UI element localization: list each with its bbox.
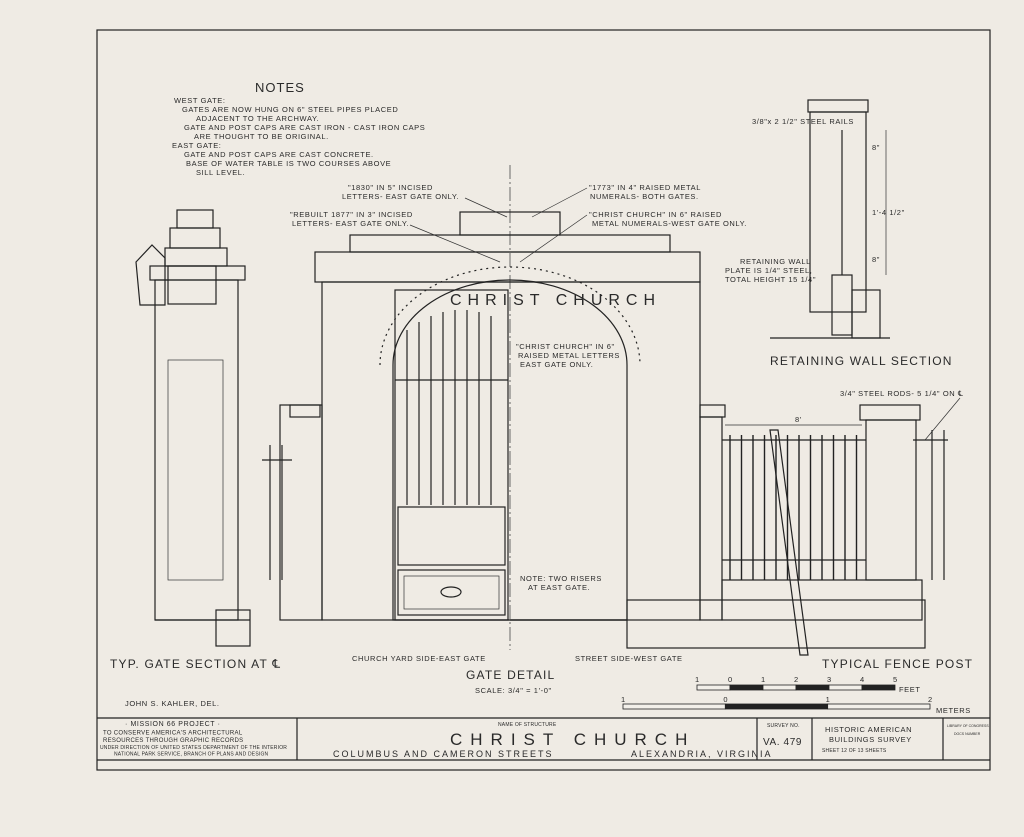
meters-unit: METERS — [936, 706, 971, 715]
feet-tick-label: 3 — [827, 675, 832, 684]
mission-line: TO CONSERVE AMERICA'S ARCHITECTURAL — [103, 731, 243, 737]
section-title: TYP. GATE SECTION AT ℄ — [110, 657, 281, 671]
notes-line: BASE OF WATER TABLE IS TWO COURSES ABOVE — [186, 159, 391, 168]
retaining-wall-title: RETAINING WALL SECTION — [770, 354, 953, 368]
library-stamp: LIBRARY OF CONGRESS — [947, 724, 989, 728]
feet-tick-label: 1 — [761, 675, 766, 684]
dim-1-4: 1'-4 1/2" — [872, 208, 905, 217]
gate-section-drawing — [135, 209, 251, 647]
streets: COLUMBUS AND CAMERON STREETS — [333, 749, 554, 759]
notes-line: GATE AND POST CAPS ARE CAST IRON - CAST … — [184, 123, 425, 132]
scale-label: SCALE: 3/4" = 1'-0" — [475, 686, 552, 695]
name-label: NAME OF STRUCTURE — [498, 722, 557, 728]
meter-tick-label: 1 — [826, 695, 831, 704]
notes-line: GATES ARE NOW HUNG ON 6" STEEL PIPES PLA… — [182, 105, 398, 114]
sheet-number: SHEET 12 OF 13 SHEETS — [822, 748, 887, 754]
gate-elevation-drawing: CHRIST CHURCH — [262, 165, 701, 650]
annotation-christ-church-east: EAST GATE ONLY. — [520, 360, 593, 369]
title-block: · MISSION 66 PROJECT · TO CONSERVE AMERI… — [97, 718, 990, 761]
notes-title: NOTES — [255, 80, 305, 95]
street-side-label: STREET SIDE-WEST GATE — [575, 654, 683, 663]
library-stamp: DOCS NUMBER — [954, 732, 981, 736]
church-yard-label: CHURCH YARD SIDE-EAST GATE — [352, 654, 486, 663]
feet-bar-segment — [861, 684, 896, 691]
plate-annotation: PLATE IS 1/4" STEEL, — [725, 266, 812, 275]
scale-bar: 1 0 1 2 3 4 5 1 0 1 2 FEET METERS — [621, 675, 971, 715]
mission-line: UNDER DIRECTION OF UNITED STATES DEPARTM… — [100, 745, 287, 751]
meter-bar-segment — [622, 703, 726, 710]
mission-line: NATIONAL PARK SERVICE, BRANCH OF PLANS A… — [114, 752, 269, 758]
annotation-christ-church-west: METAL NUMERALS-WEST GATE ONLY. — [592, 219, 747, 228]
feet-tick-label: 2 — [794, 675, 799, 684]
meter-tick-label: 1 — [621, 695, 626, 704]
meter-bar-segment — [724, 703, 829, 710]
fence-drawing — [626, 404, 948, 656]
meter-bar-segment — [827, 703, 931, 710]
notes-line: SILL LEVEL. — [196, 168, 245, 177]
survey-label: SURVEY NO. — [767, 723, 800, 729]
feet-tick-label: 0 — [728, 675, 733, 684]
survey-number: VA. 479 — [763, 737, 802, 748]
retaining-wall-drawing — [770, 99, 890, 339]
feet-unit: FEET — [899, 685, 921, 694]
annotation-1773: NUMERALS- BOTH GATES. — [590, 192, 699, 201]
habs-line: HISTORIC AMERICAN — [825, 725, 912, 734]
meter-tick-label: 0 — [723, 695, 728, 704]
dim-8in: 8" — [872, 255, 880, 264]
fence-post-title: TYPICAL FENCE POST — [822, 657, 973, 671]
annotation-christ-church-east: RAISED METAL LETTERS — [518, 351, 620, 360]
structure-name: CHRIST CHURCH — [450, 730, 695, 749]
notes-block: NOTES WEST GATE: GATES ARE NOW HUNG ON 6… — [172, 80, 425, 177]
dim-8in: 8" — [872, 143, 880, 152]
annotation-christ-church-east: "CHRIST CHURCH" IN 6" — [516, 342, 615, 351]
gate-detail-title: GATE DETAIL — [466, 668, 555, 682]
annotation-1830: "1830" IN 5" INCISED — [348, 183, 433, 192]
mission-line: · MISSION 66 PROJECT · — [125, 721, 221, 728]
rails-annotation: 3/8"x 2 1/2" STEEL RAILS — [752, 117, 854, 126]
notes-line: GATE AND POST CAPS ARE CAST CONCRETE. — [184, 150, 374, 159]
feet-tick-label: 1 — [695, 675, 700, 684]
feet-bar-segment — [795, 684, 830, 691]
annotation-risers: NOTE: TWO RISERS — [520, 574, 602, 583]
annotation-1830: LETTERS- EAST GATE ONLY. — [342, 192, 459, 201]
notes-line: ARE THOUGHT TO BE ORIGINAL. — [194, 132, 329, 141]
annotation-rebuilt: "REBUILT 1877" IN 3" INCISED — [290, 210, 413, 219]
feet-bar-segment — [696, 684, 731, 691]
plate-annotation: TOTAL HEIGHT 15 1/4" — [725, 275, 816, 284]
annotation-1773: "1773" IN 4" RAISED METAL — [589, 183, 701, 192]
sheet-border — [96, 29, 991, 771]
plate-annotation: RETAINING WALL — [740, 257, 811, 266]
arch-lettering: CHRIST CHURCH — [450, 292, 661, 309]
annotation-risers: AT EAST GATE. — [528, 583, 590, 592]
dim-8ft: 8' — [795, 415, 802, 424]
city: ALEXANDRIA, VIRGINIA — [631, 749, 773, 759]
mission-line: RESOURCES THROUGH GRAPHIC RECORDS — [103, 738, 243, 744]
meter-tick-label: 2 — [928, 695, 933, 704]
feet-bar-segment — [762, 684, 797, 691]
rods-annotation: 3/4" STEEL RODS- 5 1/4" ON ℄ — [840, 389, 964, 398]
feet-tick-label: 5 — [893, 675, 898, 684]
feet-tick-label: 4 — [860, 675, 865, 684]
annotation-christ-church-west: "CHRIST CHURCH" IN 6" RAISED — [589, 210, 722, 219]
habs-line: BUILDINGS SURVEY — [829, 735, 912, 744]
annotation-rebuilt: LETTERS- EAST GATE ONLY. — [292, 219, 409, 228]
notes-line: WEST GATE: — [174, 96, 226, 105]
notes-line: EAST GATE: — [172, 141, 221, 150]
feet-bar-segment — [729, 684, 764, 691]
notes-line: ADJACENT TO THE ARCHWAY. — [196, 114, 319, 123]
delineator: JOHN S. KAHLER, DEL. — [125, 699, 220, 708]
feet-bar-segment — [828, 684, 863, 691]
